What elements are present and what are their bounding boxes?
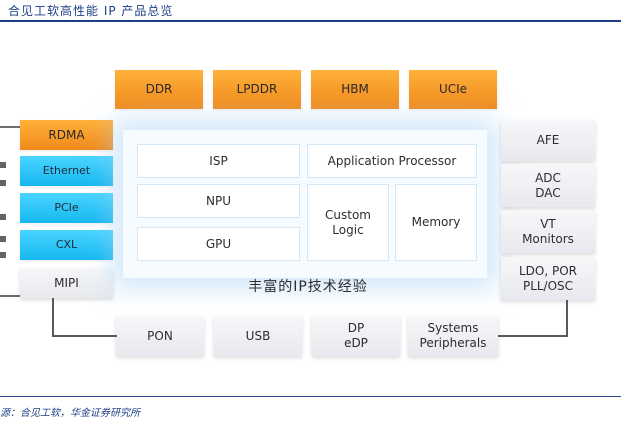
- left-interface-rdma: RDMA: [20, 120, 113, 150]
- center-block-memory: Memory: [395, 184, 477, 261]
- left-edge-mark-5: [0, 252, 6, 258]
- right-block-afe: AFE: [501, 120, 595, 161]
- memory-interface-ucie: UCIe: [409, 70, 497, 109]
- left-bottom-connector-vertical: [52, 298, 54, 336]
- bottom-block-usb: USB: [214, 316, 302, 356]
- center-block-application-processor: Application Processor: [307, 144, 477, 178]
- left-edge-mark-1: [0, 162, 6, 168]
- right-block-adc-dac: ADC DAC: [501, 164, 595, 207]
- center-block-custom-logic: Custom Logic: [307, 184, 389, 261]
- left-interface-ethernet: Ethernet: [20, 156, 113, 186]
- bottom-block-systems-peripherals: Systems Peripherals: [408, 316, 498, 356]
- source-note: 源：合见工软，华金证券研究所: [0, 408, 140, 419]
- right-block-ldo-por-pll-osc: LDO, POR PLL/OSC: [501, 257, 595, 300]
- bottom-block-dp-edp: DP eDP: [312, 316, 400, 356]
- left-edge-mark-3: [0, 214, 6, 220]
- memory-interface-ddr: DDR: [115, 70, 203, 109]
- left-interface-mipi: MIPI: [20, 268, 113, 298]
- right-block-vt-monitors: VT Monitors: [501, 210, 595, 253]
- left-edge-stub-top: [0, 126, 20, 128]
- center-block-npu: NPU: [137, 184, 300, 218]
- right-bottom-connector-horizontal: [498, 335, 568, 337]
- memory-interface-hbm: HBM: [311, 70, 399, 109]
- left-interface-cxl: CXL: [20, 230, 113, 260]
- left-interface-pcie: PCIe: [20, 193, 113, 223]
- center-caption: 丰富的IP技术经验: [248, 279, 368, 295]
- page-title: 合见工软高性能 IP 产品总览: [8, 4, 174, 18]
- left-bottom-connector-horizontal: [52, 335, 117, 337]
- right-bottom-connector-vertical: [566, 300, 568, 336]
- footer-divider: [0, 396, 621, 397]
- left-edge-stub-bottom: [0, 295, 20, 297]
- left-edge-mark-4: [0, 236, 6, 242]
- memory-interface-lpddr: LPDDR: [213, 70, 301, 109]
- center-block-gpu: GPU: [137, 227, 300, 261]
- center-block-isp: ISP: [137, 144, 300, 178]
- left-edge-mark-2: [0, 180, 6, 186]
- bottom-block-pon: PON: [116, 316, 204, 356]
- header-divider: [0, 20, 621, 22]
